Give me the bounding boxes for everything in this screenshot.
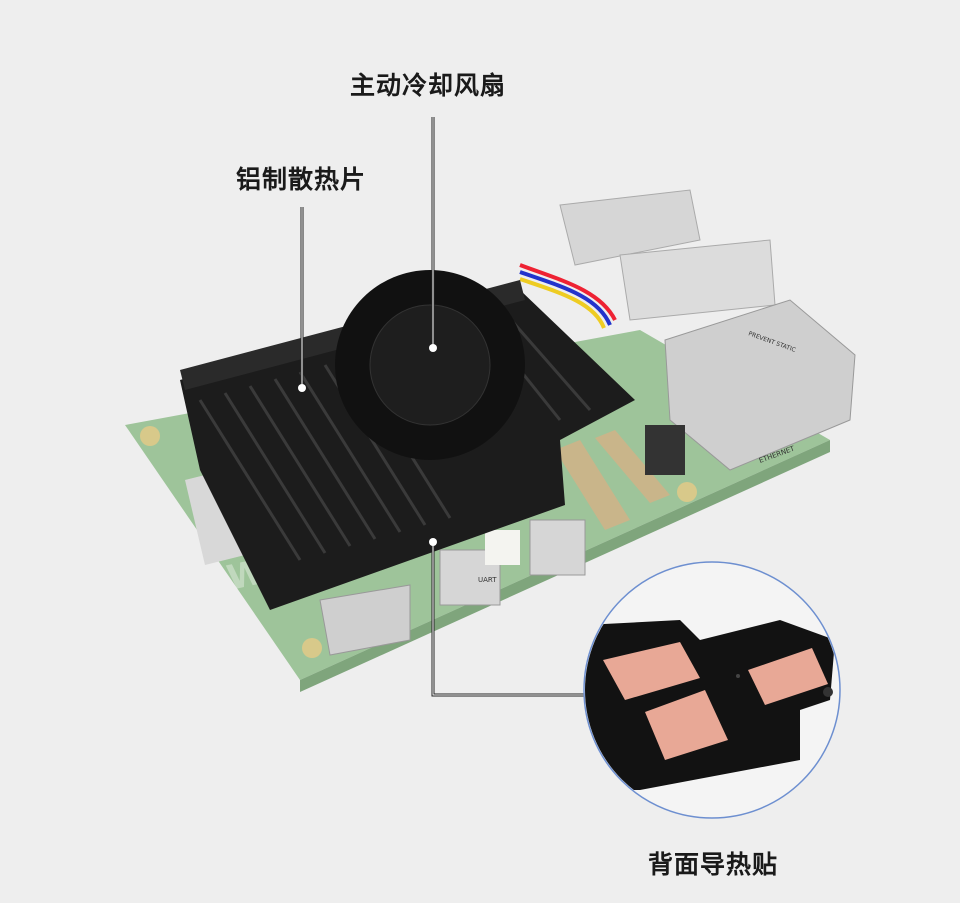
hdmi-port: [529, 519, 586, 576]
thermal-pad-label: 背面导热贴: [648, 850, 779, 879]
mounting-hole: [677, 482, 697, 502]
fan-cable: [519, 263, 617, 321]
uart-connector: [485, 530, 520, 565]
callout-dot: [429, 538, 437, 546]
gpio-header: [645, 425, 685, 475]
usb-port: [559, 189, 701, 266]
callout-dot: [429, 344, 437, 352]
fan-hub: [369, 304, 491, 426]
thermal-pad: [748, 648, 828, 705]
mounting-hole: [302, 638, 322, 658]
uart-mark: UART: [478, 576, 497, 584]
ribbon-connector: [595, 430, 670, 503]
mounting-hole: [140, 426, 160, 446]
thermal-pad: [603, 642, 700, 700]
ethernet-port: [664, 299, 856, 471]
usb-port: [619, 239, 776, 321]
callout-dot: [298, 384, 306, 392]
fan-label: 主动冷却风扇: [350, 71, 507, 100]
usb-c-port: [319, 584, 411, 656]
heatsink-label: 铝制散热片: [236, 165, 367, 194]
ribbon-connector: [555, 440, 630, 530]
thermal-pad: [645, 690, 728, 760]
